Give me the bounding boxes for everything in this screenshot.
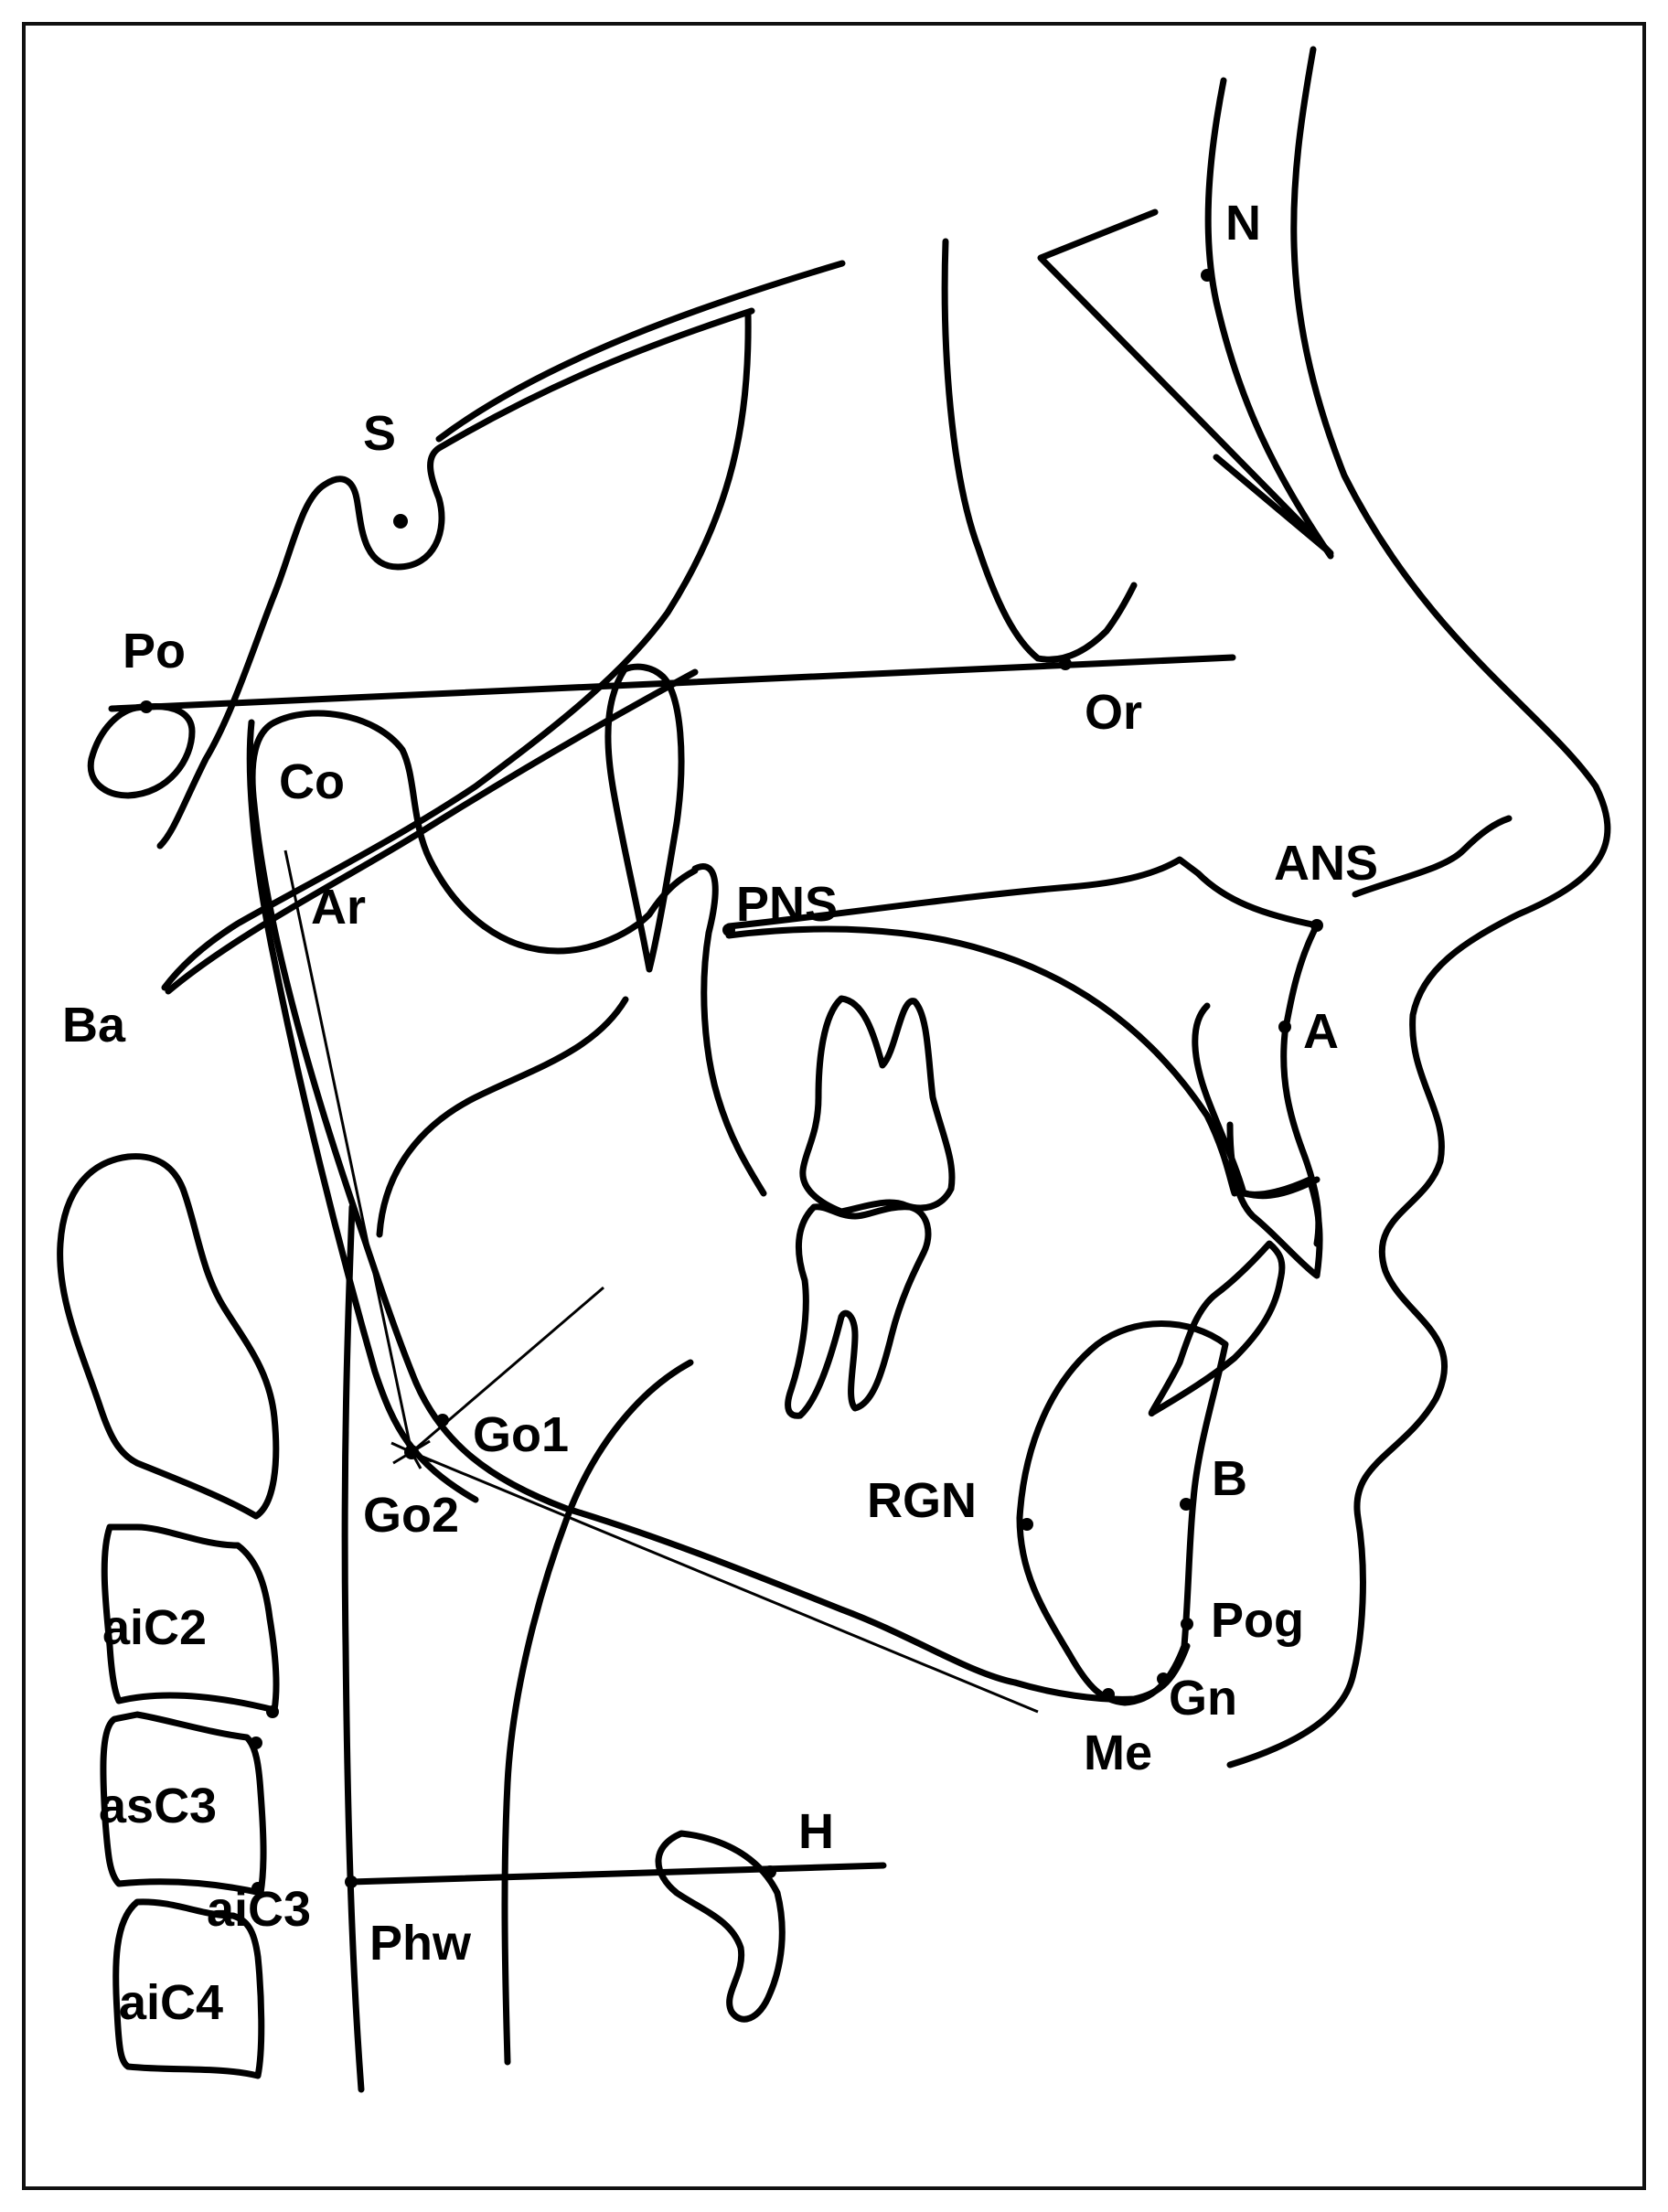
- landmark-labels: N S Po Or Co Ar ANS PNS A Ba Go1 Go2 RGN…: [62, 196, 1378, 2030]
- vertebra-c4: [112, 1898, 265, 2079]
- mandibular-symphysis: [1016, 1320, 1229, 1706]
- point-go1: [436, 1414, 449, 1427]
- point-asc3: [250, 1736, 262, 1749]
- porion-ring: [87, 702, 196, 799]
- vertebra-c2-odontoid: [57, 1153, 280, 1520]
- point-or: [1059, 657, 1072, 670]
- label-aic2: aiC2: [102, 1600, 207, 1655]
- label-rgn: RGN: [867, 1473, 977, 1528]
- point-phw: [345, 1875, 358, 1888]
- point-rgn: [1021, 1518, 1033, 1531]
- upper-incisor-tip-line: [1242, 1176, 1320, 1200]
- chin-lower-border: [1011, 1642, 1191, 1703]
- label-go2: Go2: [363, 1488, 459, 1543]
- mandibular-tangent-line: [411, 1450, 1039, 1714]
- ramus-outline: [249, 719, 1019, 1686]
- label-co: Co: [279, 754, 345, 809]
- label-po: Po: [123, 624, 186, 679]
- pharyngeal-wall-line: [341, 1203, 365, 2093]
- point-pog: [1181, 1618, 1193, 1630]
- label-ba: Ba: [62, 998, 126, 1053]
- label-or: Or: [1085, 685, 1142, 740]
- cranial-base-upper: [435, 260, 846, 443]
- ramus-posterior-tangent: [246, 719, 479, 1503]
- point-go2: [404, 1445, 419, 1459]
- label-phw: Phw: [369, 1916, 472, 1971]
- label-ans: ANS: [1274, 836, 1378, 891]
- label-pns: PNS: [736, 877, 838, 932]
- palate-lower: [725, 925, 1238, 1197]
- lower-molar: [785, 1203, 932, 1419]
- point-n: [1201, 269, 1214, 282]
- label-me: Me: [1084, 1726, 1152, 1780]
- point-aic2: [266, 1705, 279, 1718]
- point-ans: [1310, 919, 1323, 932]
- hyoid-bone: [655, 1830, 786, 2023]
- label-asc3: asC3: [99, 1779, 217, 1833]
- anatomy-outlines: [57, 46, 1611, 2093]
- point-h: [764, 1865, 776, 1878]
- hyoid-curve-line: [501, 1359, 694, 2066]
- point-s: [393, 514, 408, 529]
- label-aic4: aiC4: [119, 1975, 223, 2030]
- soft-tissue-profile: [1226, 46, 1611, 1769]
- label-s: S: [363, 406, 396, 461]
- point-pns: [722, 924, 735, 936]
- coronoid-notch: [691, 863, 767, 1197]
- point-aic3: [251, 1882, 264, 1895]
- inner-ramus-curve: [376, 996, 629, 1238]
- ramus-posterior-border: [271, 710, 699, 955]
- upper-molar: [799, 995, 956, 1215]
- label-b: B: [1212, 1451, 1247, 1506]
- label-ar: Ar: [311, 880, 366, 935]
- label-h: H: [798, 1804, 834, 1859]
- point-b: [1180, 1498, 1192, 1511]
- frame-border: [22, 22, 1646, 2190]
- label-a: A: [1303, 1004, 1339, 1059]
- nasal-bone-triangle: [1037, 208, 1334, 557]
- label-n: N: [1225, 196, 1261, 251]
- landmark-points: [140, 269, 1323, 1895]
- upper-lip-line: [1352, 815, 1513, 898]
- lower-incisor: [1148, 1240, 1286, 1416]
- label-gn: Gn: [1169, 1671, 1237, 1726]
- point-me: [1102, 1688, 1115, 1701]
- point-gn: [1157, 1672, 1170, 1685]
- ar-ba-line: [165, 668, 699, 995]
- point-a: [1278, 1021, 1291, 1033]
- orbit-outline: [941, 238, 1138, 663]
- label-aic3: aiC3: [207, 1882, 311, 1937]
- frontal-nasal-outline: [1204, 77, 1334, 560]
- label-pog: Pog: [1211, 1593, 1304, 1648]
- h-plane-line: [348, 1862, 887, 1886]
- ramus-tangent-line: [283, 850, 413, 1453]
- reference-lines: [108, 654, 1236, 1886]
- point-po: [140, 700, 153, 713]
- palatal-plane-upper: [725, 856, 1320, 930]
- sphenoid-outline: [161, 310, 752, 991]
- label-go1: Go1: [473, 1407, 569, 1462]
